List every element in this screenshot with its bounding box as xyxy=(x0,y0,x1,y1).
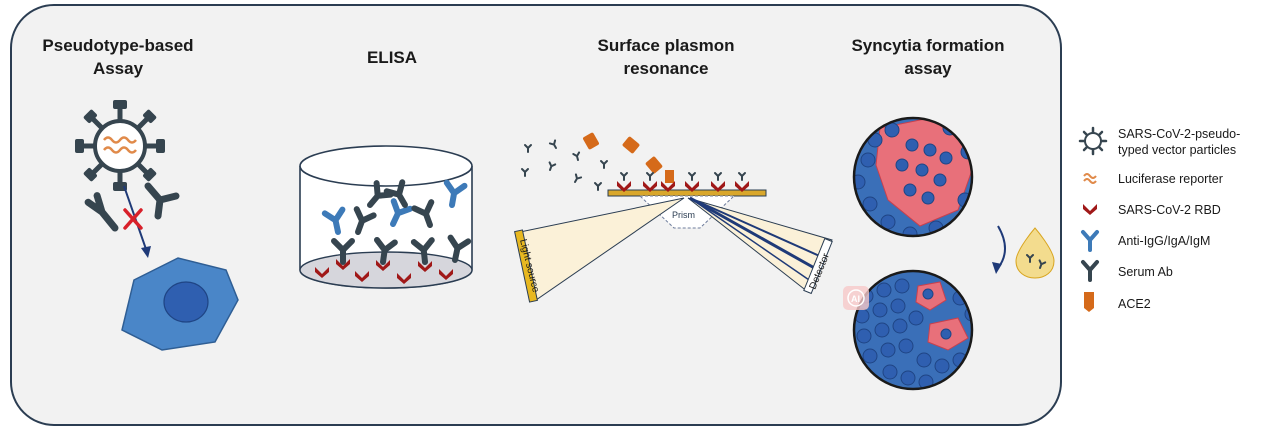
pseudotype-assay-title: Pseudotype-based Assay xyxy=(42,36,194,78)
syncytia-title: Syncytia formation assay xyxy=(851,36,1005,78)
spr-ace2-molecules xyxy=(583,132,674,183)
spr-free-antibodies xyxy=(521,139,608,191)
spr-detector: Detector xyxy=(687,196,833,295)
spr-bound-complexes xyxy=(617,172,749,192)
target-cell-icon xyxy=(121,257,239,351)
legend-item-serum-ab: Serum Ab xyxy=(1078,254,1278,284)
curved-arrow xyxy=(992,225,1006,274)
serum-antibody-icon xyxy=(1081,260,1099,282)
syncytia-before-circle xyxy=(852,116,974,238)
legend-item-rbd: SARS-CoV-2 RBD xyxy=(1078,194,1278,224)
spr-light-source: Light source xyxy=(514,197,685,303)
syncytia-after-circle xyxy=(852,269,974,391)
luciferase-wave-icon xyxy=(1083,173,1097,184)
entry-arrow xyxy=(123,185,151,258)
pseudotyped-virus-icon xyxy=(75,100,165,191)
ai-watermark-icon: AI xyxy=(843,286,869,310)
legend-item-anti-ig: Anti-IgG/IgA/IgM xyxy=(1078,224,1278,254)
neutralizing-antibody-icon xyxy=(84,182,180,232)
spr-title: Surface plasmon resonance xyxy=(597,36,735,78)
serum-droplet-icon xyxy=(1015,227,1055,279)
legend-item-ace2: ACE2 xyxy=(1078,286,1278,316)
virus-particle-icon xyxy=(1078,126,1108,156)
ace2-receptor-icon xyxy=(1084,292,1094,312)
ai-watermark-text: AI xyxy=(851,294,860,304)
prism-label: Prism xyxy=(672,210,695,220)
rbd-chevron-icon xyxy=(1083,204,1097,215)
elisa-title: ELISA xyxy=(366,48,418,67)
legend-item-luciferase: Luciferase reporter xyxy=(1078,164,1278,194)
legend-item-virus: SARS-CoV-2-pseudo- typed vector particle… xyxy=(1078,126,1278,157)
anti-ig-antibody-icon xyxy=(1081,230,1099,252)
